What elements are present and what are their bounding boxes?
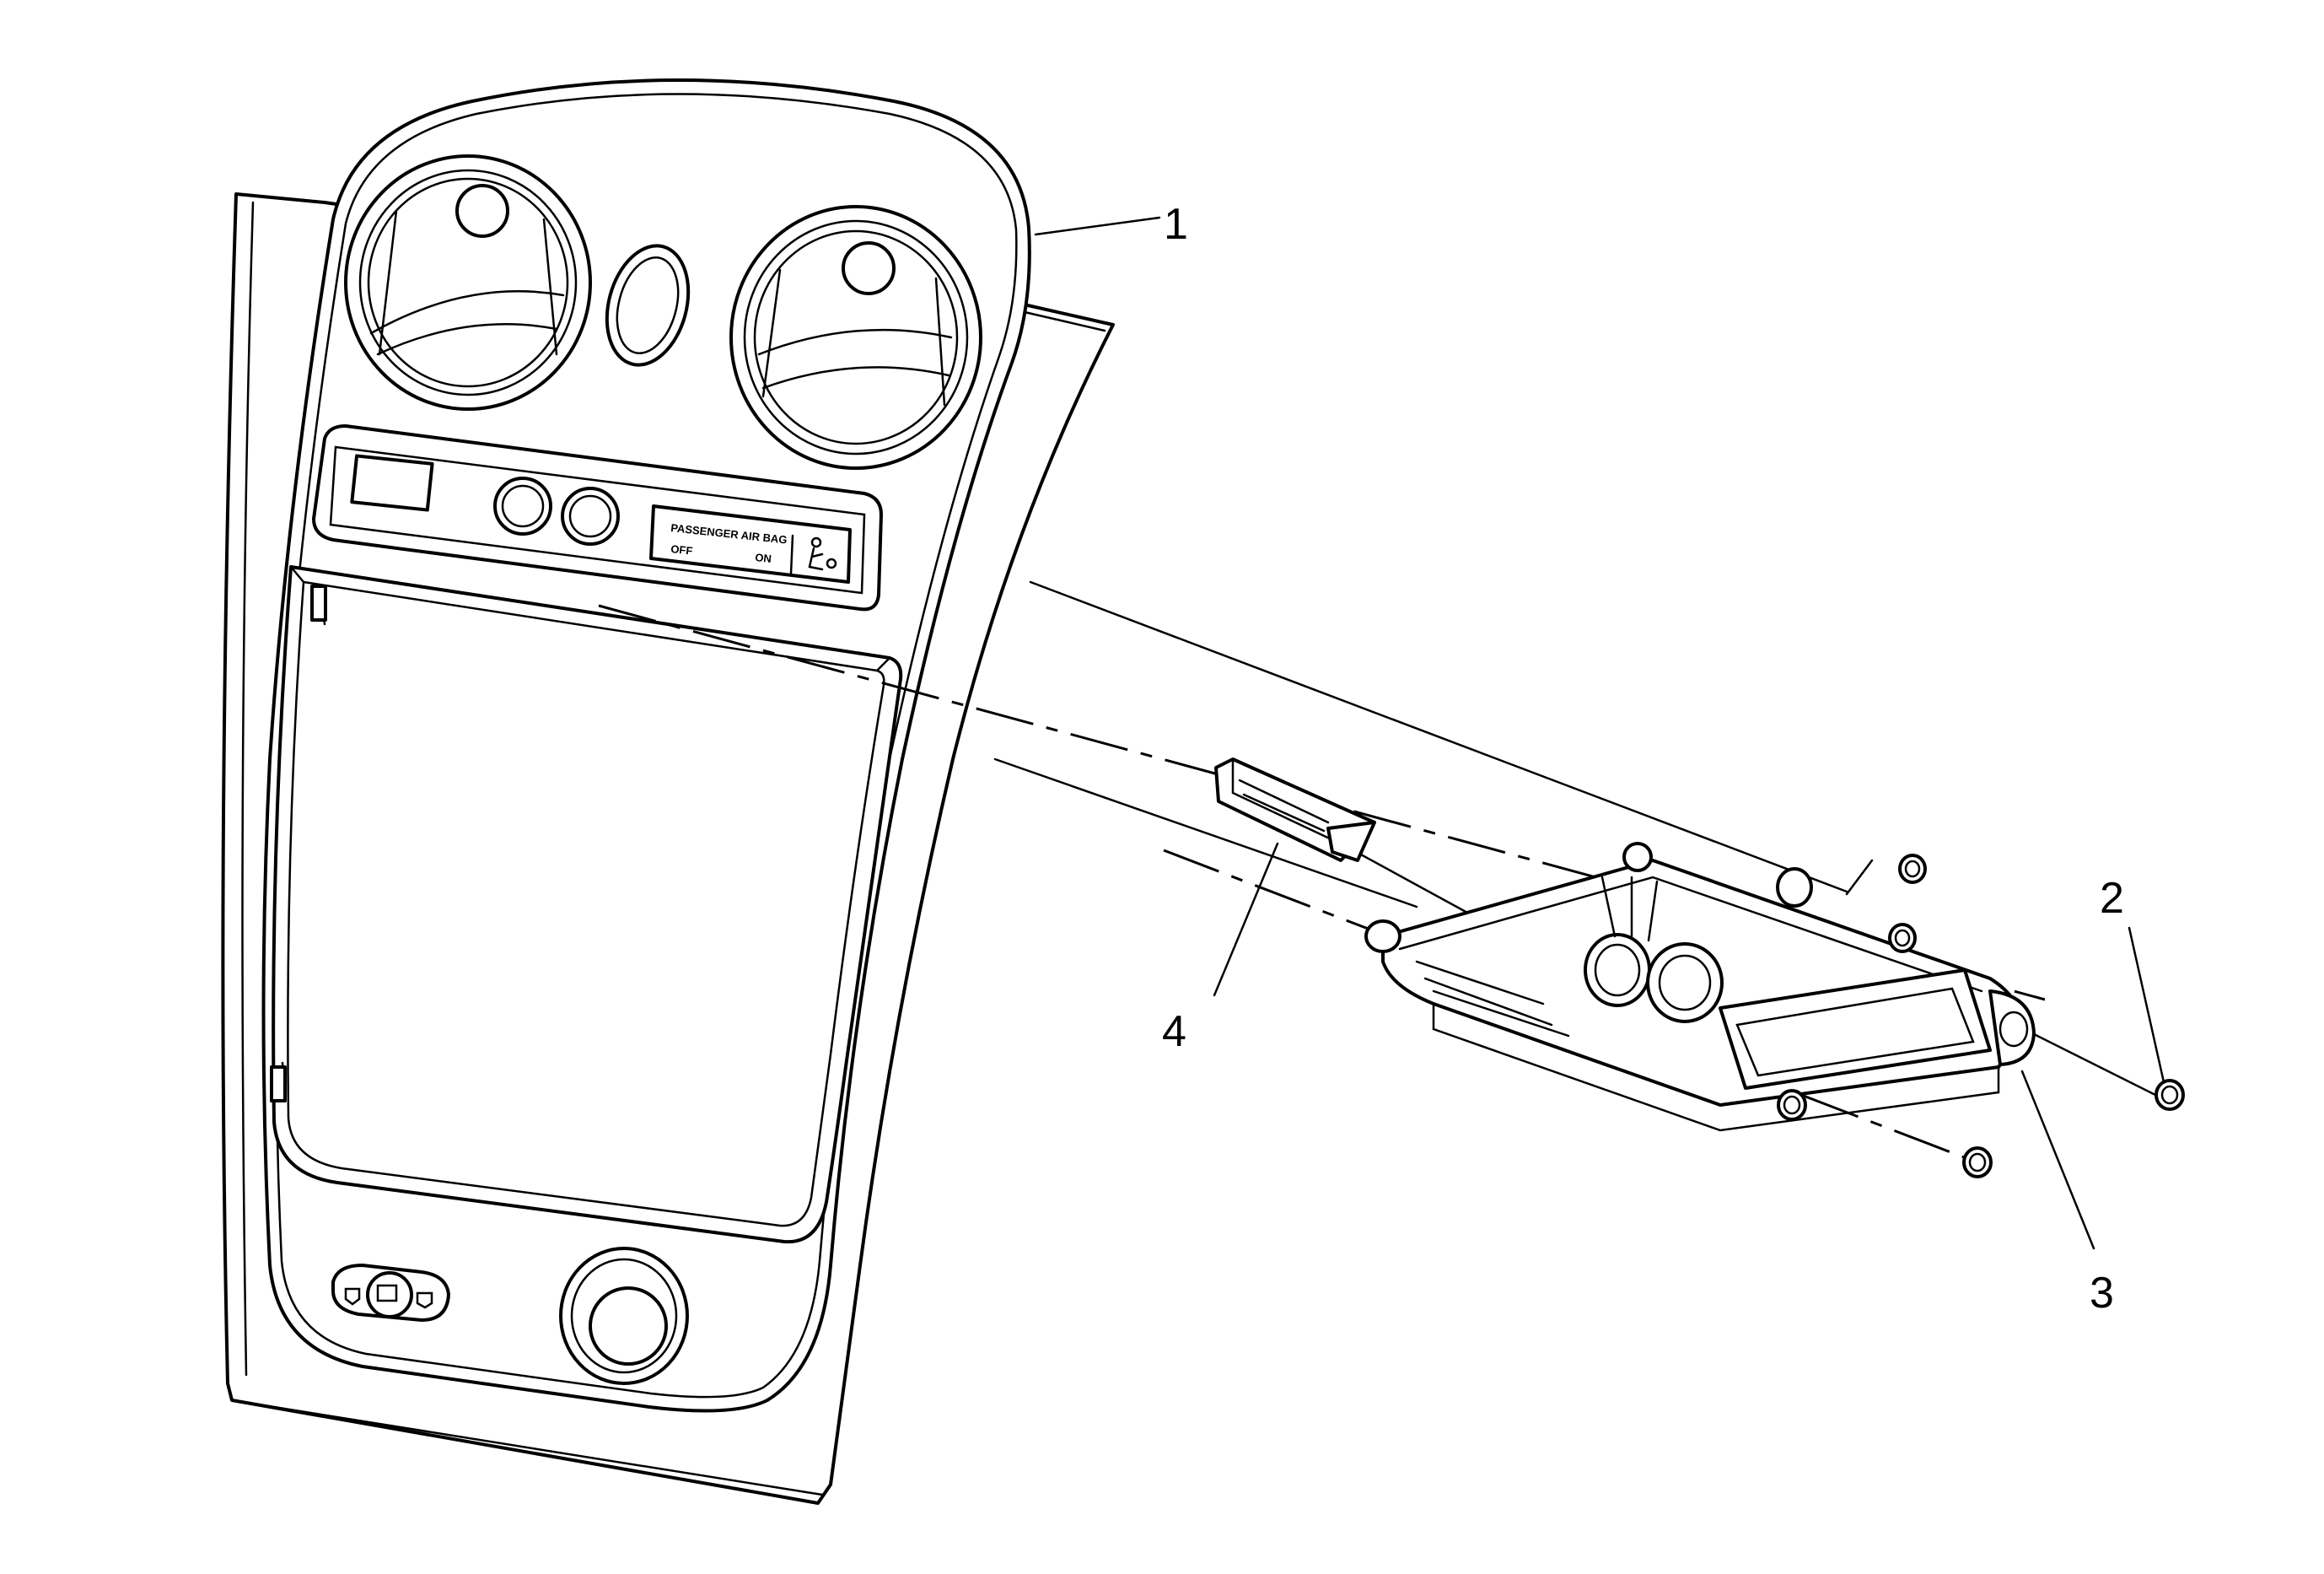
storage-opening [270,565,903,1244]
display-window [350,454,434,512]
callout-1-leader [1034,216,1161,236]
mounting-bracket [1364,842,2036,1132]
control-strip: PASSENGER AIR BAG OFF ON [312,424,883,612]
airbag-on-label: ON [755,551,772,565]
passenger-airbag-indicator: PASSENGER AIR BAG OFF ON [649,504,852,584]
fastener-far-right [2155,1079,2185,1111]
callout-1-label: 1 [1164,200,1188,249]
callout-4-label: 4 [1162,1007,1186,1056]
center-bezel: PASSENGER AIR BAG OFF ON [261,78,1031,1413]
callout-3-leader [2020,1070,2095,1250]
right-air-vent[interactable] [729,205,982,470]
connector-module [1214,757,1376,862]
lower-round-knob[interactable] [559,1247,689,1385]
hazard-switch-icon [376,1284,398,1302]
fasteners [1777,854,2185,1178]
airbag-occupant-icon [808,536,837,571]
callout-2-label: 2 [2100,874,2124,923]
fastener-bottom-left [1777,1089,1807,1121]
callout-4-leader [1213,842,1279,997]
callout-3-label: 3 [2090,1269,2114,1318]
fastener-top-right [1898,854,1927,884]
callouts: 1 2 3 4 [1034,200,2165,1318]
callout-2-leader [2128,926,2165,1084]
vent-knob-icon [589,1286,668,1366]
left-air-vent[interactable] [344,154,592,411]
center-oval-button[interactable] [594,237,701,375]
fastener-bottom-right [1962,1146,1993,1178]
airbag-off-label: OFF [670,542,693,558]
fastener-middle-right [1888,923,1917,953]
hazard-switch[interactable] [331,1264,450,1322]
